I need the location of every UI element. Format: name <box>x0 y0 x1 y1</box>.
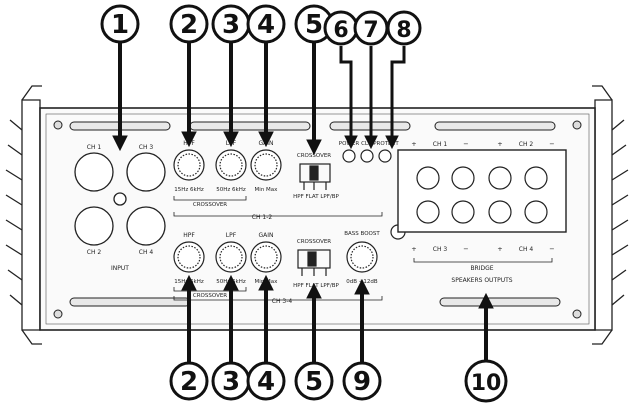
callout-2-top: 2 <box>180 10 198 40</box>
input-label: INPUT <box>111 265 129 272</box>
knobs-ch34 <box>173 224 406 273</box>
callout-arrows-top <box>112 42 406 156</box>
led-clip-label: CLIP <box>361 141 374 147</box>
callout-arrows-bottom <box>181 274 494 362</box>
switch-options-top: HPF FLAT LPF/BP <box>293 194 339 200</box>
crossover-label-top: CROSSOVER <box>193 202 227 208</box>
status-leds <box>342 149 392 163</box>
crossover-switch-bottom <box>297 249 331 276</box>
callout-4-top: 4 <box>257 10 275 40</box>
channel-label-top: CH 1-2 <box>252 214 273 221</box>
speaker-plus-1: + <box>411 140 416 148</box>
knobs-ch12 <box>173 149 282 181</box>
input-ch3-label: CH 3 <box>139 144 154 151</box>
callout-3-bottom: 3 <box>222 367 240 397</box>
input-ch2-label: CH 2 <box>87 249 102 256</box>
heatsink-right <box>592 85 629 345</box>
lpf-range-top: 50Hz 6kHz <box>216 187 246 193</box>
speaker-minus-4: − <box>549 245 554 253</box>
input-ch1-label: CH 1 <box>87 144 102 151</box>
callout-circles-top <box>100 4 422 46</box>
callout-1: 1 <box>111 10 129 40</box>
callout-8: 8 <box>396 18 411 43</box>
speaker-terminals <box>416 166 548 224</box>
callout-7: 7 <box>363 18 378 43</box>
switch-crossover-label-top: CROSSOVER <box>297 153 331 159</box>
crossover-switch-top <box>299 163 331 190</box>
callout-circles-bottom <box>169 359 508 403</box>
speaker-ch3-label: CH 3 <box>433 246 448 253</box>
callout-4-bottom: 4 <box>257 367 275 397</box>
bass-boost-label: BASS BOOST <box>344 231 380 237</box>
speaker-plus-2: + <box>497 140 502 148</box>
speaker-plus-4: + <box>497 245 502 253</box>
callout-5-bottom: 5 <box>305 367 323 397</box>
speaker-minus-1: − <box>463 140 468 148</box>
lpf-label-bottom: LPF <box>226 232 237 239</box>
switch-options-bottom: HPF FLAT LPF/BP <box>293 283 339 289</box>
callout-10: 10 <box>471 371 502 396</box>
panel-screws <box>53 120 582 319</box>
vent-slots <box>69 121 561 307</box>
bridge-label: BRIDGE <box>470 265 493 272</box>
heatsink-left <box>5 85 42 345</box>
gain-range-top: Min Max <box>255 187 279 193</box>
callout-3-top: 3 <box>222 10 240 40</box>
callout-5-top: 5 <box>305 10 323 40</box>
speaker-minus-2: − <box>549 140 554 148</box>
channel-label-bottom: CH 3-4 <box>272 298 293 305</box>
input-jacks <box>74 152 166 246</box>
speaker-ch2-label: CH 2 <box>519 141 534 148</box>
speaker-plus-3: + <box>411 245 416 253</box>
crossover-label-bottom: CROSSOVER <box>193 293 227 299</box>
callout-6: 6 <box>333 18 348 43</box>
led-protect-label: PROTECT <box>373 141 399 147</box>
callout-2-bottom: 2 <box>180 367 198 397</box>
callout-9: 9 <box>353 367 371 397</box>
speaker-outputs-label: SPEAKERS OUTPUTS <box>451 277 512 284</box>
hpf-range-top: 15Hz 6kHz <box>174 187 204 193</box>
input-ch4-label: CH 4 <box>139 249 154 256</box>
speaker-ch1-label: CH 1 <box>433 141 448 148</box>
speaker-ch4-label: CH 4 <box>519 246 534 253</box>
speaker-minus-3: − <box>463 245 468 253</box>
hpf-label-bottom: HPF <box>183 232 195 239</box>
gain-label-bottom: GAIN <box>258 232 273 239</box>
switch-crossover-label-bottom: CROSSOVER <box>297 239 331 245</box>
